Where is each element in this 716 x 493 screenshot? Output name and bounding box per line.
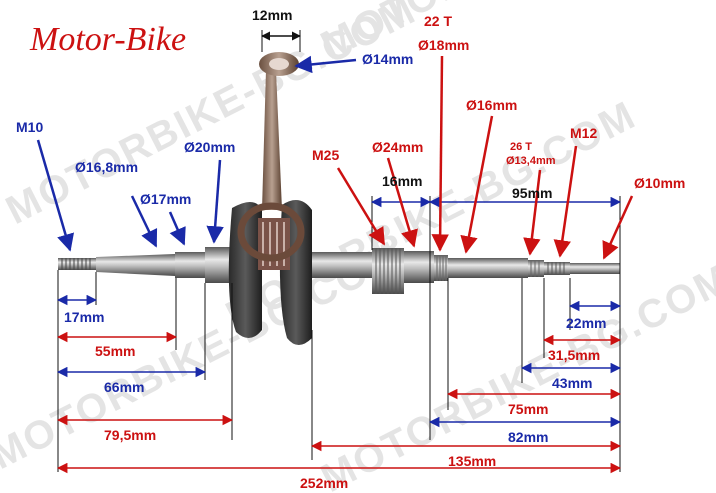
26t-spline bbox=[528, 260, 544, 277]
callout-d16-8: Ø16,8mm bbox=[75, 159, 138, 175]
connecting-rod bbox=[262, 70, 282, 210]
callout-pin-d14: Ø14mm bbox=[362, 51, 413, 67]
callout-arrows bbox=[36, 55, 634, 260]
right-end-d10 bbox=[570, 263, 620, 274]
callout-d17: Ø17mm bbox=[140, 191, 191, 207]
small-end-bore bbox=[269, 58, 289, 70]
callout-m25: M25 bbox=[312, 147, 339, 163]
brand-title: Motor-Bike bbox=[29, 21, 186, 58]
dim-label-17mm: 17mm bbox=[64, 309, 104, 325]
dim-label-79-5mm: 79,5mm bbox=[104, 427, 156, 443]
dim-label-22mm: 22mm bbox=[566, 315, 606, 331]
callout-22t: 22 T bbox=[424, 13, 452, 29]
callout-m10: M10 bbox=[16, 119, 43, 135]
22t-spline-lines bbox=[436, 255, 447, 281]
d16-section bbox=[448, 258, 528, 278]
dim-label-16mm: 16mm bbox=[382, 173, 422, 189]
dim-label-252mm: 252mm bbox=[300, 475, 348, 491]
m25-thread-lines bbox=[375, 248, 401, 294]
left-journal bbox=[175, 252, 205, 278]
callout-m12: M12 bbox=[570, 125, 597, 141]
right-shaft-section bbox=[312, 252, 372, 278]
callout-labels: 12mm Ø14mm M10 Ø16,8mm Ø17mm Ø20mm M25 Ø… bbox=[16, 7, 685, 207]
dimension-lines bbox=[56, 31, 622, 474]
callout-d13-4: Ø13,4mm bbox=[506, 155, 556, 167]
dim-label-66mm: 66mm bbox=[104, 379, 144, 395]
26t-spline-lines bbox=[530, 260, 540, 277]
d24-section bbox=[404, 251, 434, 283]
callout-d24: Ø24mm bbox=[372, 139, 423, 155]
left-thread-lines bbox=[61, 258, 91, 270]
rod-big-end bbox=[237, 202, 305, 262]
left-crank-web bbox=[228, 201, 262, 339]
dim-label-31-5mm: 31,5mm bbox=[548, 347, 600, 363]
dim-label-75mm: 75mm bbox=[508, 401, 548, 417]
dim-label-55mm: 55mm bbox=[95, 343, 135, 359]
callout-d20: Ø20mm bbox=[184, 139, 235, 155]
left-main-bearing-seat bbox=[205, 247, 233, 283]
dim-label-135mm: 135mm bbox=[448, 453, 496, 469]
callout-d16: Ø16mm bbox=[466, 97, 517, 113]
dimension-labels: 16mm 95mm 17mm 22mm 55mm 31,5mm 66mm 43m… bbox=[64, 173, 606, 491]
left-tapered-shaft bbox=[96, 254, 175, 276]
dim-label-95mm: 95mm bbox=[512, 185, 552, 201]
crankshaft-illustration bbox=[58, 52, 620, 345]
dim-label-82mm: 82mm bbox=[508, 429, 548, 445]
dim-label-12mm: 12mm bbox=[252, 7, 292, 23]
callout-d18: Ø18mm bbox=[418, 37, 469, 53]
callout-26t: 26 T bbox=[510, 141, 532, 153]
m12-thread-lines bbox=[547, 262, 565, 275]
callout-d10: Ø10mm bbox=[634, 175, 685, 191]
dim-label-43mm: 43mm bbox=[552, 375, 592, 391]
